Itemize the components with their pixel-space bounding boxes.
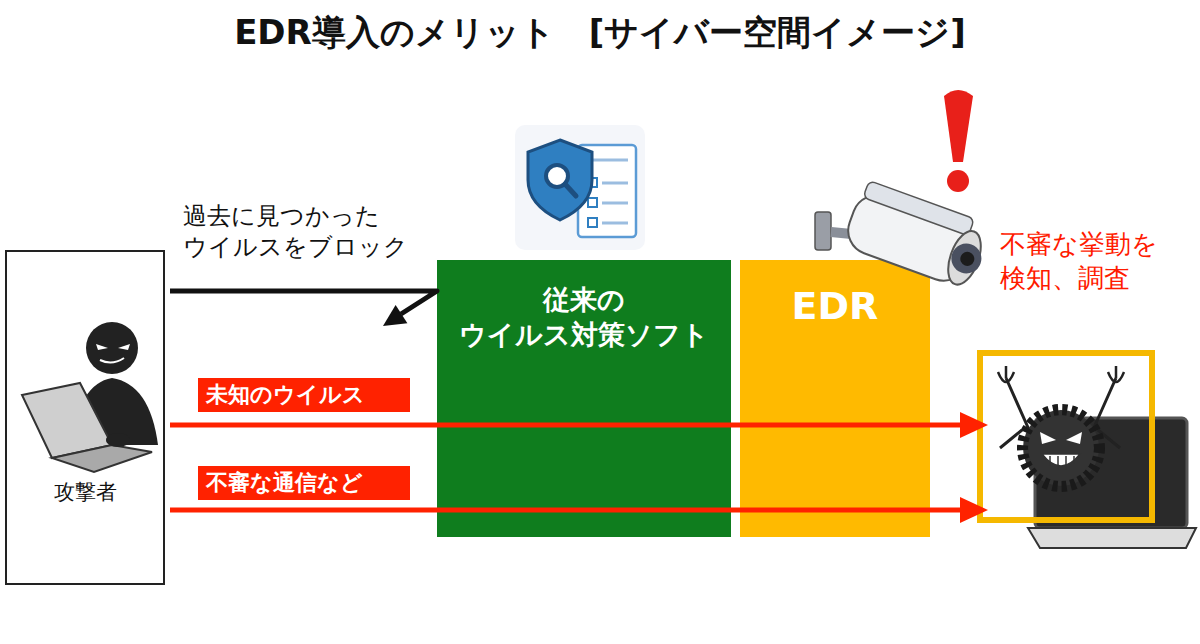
exclamation-mark [944, 90, 973, 162]
actor-box: 攻撃者 [5, 250, 165, 585]
virus-body [1023, 410, 1099, 486]
callout-text: 不審な挙動を 検知、調査 [1000, 228, 1200, 296]
process-box: EDR [740, 260, 930, 537]
node-text: EDR [792, 284, 879, 330]
diagram-title: EDR導入のメリット [サイバー空間イメージ] [0, 10, 1200, 56]
process-box: 従来の ウイルス対策ソフト [437, 260, 731, 537]
icon-background [515, 125, 645, 250]
checkbox [588, 178, 597, 187]
virus-teeth [1050, 456, 1074, 470]
node-text: 従来の ウイルス対策ソフト [443, 282, 725, 352]
checklist-sheet [578, 145, 636, 237]
camera-hood [863, 181, 974, 236]
arrow-head [960, 412, 988, 438]
virus-arms [1000, 430, 1120, 448]
camera-arm [831, 232, 872, 236]
highlight-frame [980, 353, 1152, 520]
block-arrow-line [170, 291, 437, 314]
shield-symbol [528, 140, 592, 220]
note-text: 過去に見つかった ウイルスをブロック [183, 201, 443, 263]
magnifier-lens [546, 165, 568, 187]
pc-screen [1035, 418, 1187, 528]
virus-eyes [1040, 432, 1082, 444]
virus-arms [1006, 378, 1116, 432]
arrow-label: 不審な通信など [198, 466, 410, 500]
checklist-lines [592, 160, 628, 223]
node-text: 攻撃者 [54, 480, 117, 505]
camera-front [942, 227, 987, 289]
magnifier-handle [565, 184, 576, 196]
camera-mount [815, 212, 831, 250]
arrow-label: 未知のウイルス [198, 378, 410, 412]
camera-lens-center [958, 250, 976, 268]
checkbox [588, 198, 597, 207]
exclamation-dot [947, 170, 969, 192]
pc-base [1028, 528, 1196, 548]
arrow-head [960, 497, 988, 523]
virus-core [1028, 415, 1094, 481]
camera-lens [947, 239, 985, 277]
virus-tridents [998, 366, 1124, 382]
virus-mouth [1042, 454, 1080, 466]
checkbox [588, 218, 597, 227]
arrow-head [383, 305, 407, 326]
